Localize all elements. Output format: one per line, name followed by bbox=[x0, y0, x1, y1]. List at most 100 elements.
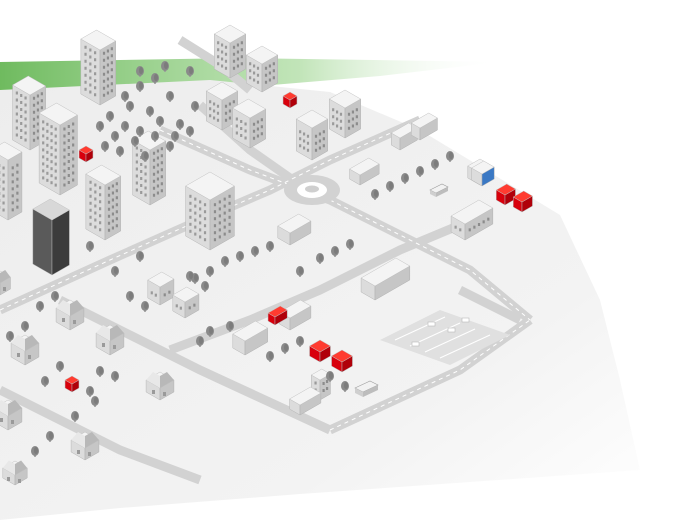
window bbox=[94, 86, 97, 90]
window bbox=[99, 214, 102, 218]
window bbox=[63, 148, 66, 152]
window bbox=[135, 167, 138, 171]
window bbox=[249, 76, 252, 80]
tree-icon bbox=[111, 266, 119, 277]
window bbox=[50, 174, 53, 178]
window bbox=[217, 41, 220, 45]
window bbox=[15, 126, 18, 130]
window bbox=[46, 157, 49, 161]
window bbox=[140, 184, 143, 187]
window bbox=[355, 108, 358, 112]
window bbox=[240, 48, 243, 52]
window bbox=[94, 51, 97, 55]
window bbox=[99, 186, 102, 190]
window bbox=[477, 223, 481, 226]
tree-icon bbox=[46, 431, 54, 442]
window bbox=[217, 55, 220, 59]
window bbox=[152, 186, 156, 190]
tree-icon bbox=[161, 61, 169, 72]
window bbox=[199, 207, 202, 211]
window bbox=[144, 186, 147, 190]
window bbox=[228, 222, 231, 226]
tree-icon bbox=[71, 411, 79, 422]
tree-icon bbox=[146, 106, 154, 117]
window bbox=[160, 168, 163, 172]
window bbox=[111, 205, 115, 209]
window bbox=[232, 66, 236, 70]
window bbox=[216, 118, 220, 122]
window bbox=[89, 180, 92, 184]
truck-icon bbox=[354, 380, 379, 397]
window bbox=[106, 49, 110, 53]
window bbox=[318, 146, 322, 150]
window bbox=[2, 187, 5, 191]
window bbox=[339, 126, 343, 130]
window bbox=[111, 212, 115, 216]
window bbox=[72, 129, 75, 133]
window bbox=[160, 147, 163, 151]
window bbox=[24, 138, 27, 142]
red-container bbox=[64, 375, 80, 393]
window bbox=[199, 228, 202, 232]
window bbox=[156, 177, 160, 181]
window bbox=[179, 306, 182, 310]
window bbox=[144, 165, 147, 169]
window bbox=[260, 118, 263, 122]
window bbox=[224, 45, 228, 49]
tree-icon bbox=[266, 241, 274, 252]
window bbox=[299, 130, 302, 134]
window bbox=[252, 71, 256, 75]
window bbox=[144, 179, 147, 183]
window bbox=[156, 149, 160, 153]
window bbox=[110, 75, 113, 79]
tree-icon bbox=[96, 366, 104, 377]
window bbox=[256, 134, 260, 138]
tree-icon bbox=[141, 301, 149, 312]
window bbox=[140, 149, 143, 152]
tree-icon bbox=[191, 101, 199, 112]
window bbox=[213, 217, 217, 221]
window bbox=[160, 154, 163, 158]
window bbox=[154, 293, 157, 297]
window bbox=[24, 110, 27, 114]
window bbox=[32, 96, 36, 100]
window bbox=[152, 151, 156, 155]
window bbox=[46, 178, 49, 182]
window bbox=[67, 125, 70, 128]
window bbox=[20, 101, 23, 104]
window bbox=[213, 238, 217, 242]
window bbox=[50, 153, 53, 157]
tree-icon bbox=[56, 361, 64, 372]
window bbox=[46, 136, 49, 140]
window bbox=[260, 125, 263, 129]
window bbox=[72, 178, 75, 182]
window bbox=[84, 73, 87, 77]
window bbox=[99, 200, 102, 204]
house-icon bbox=[95, 324, 125, 356]
tree-icon bbox=[196, 336, 204, 347]
window bbox=[102, 51, 106, 55]
window bbox=[89, 215, 92, 219]
window bbox=[89, 187, 92, 191]
window bbox=[156, 170, 160, 174]
window bbox=[46, 164, 49, 168]
window bbox=[299, 137, 302, 141]
window bbox=[175, 304, 178, 308]
window bbox=[189, 194, 192, 198]
window bbox=[355, 122, 358, 126]
window bbox=[15, 105, 18, 109]
tree-icon bbox=[86, 241, 94, 252]
window bbox=[46, 143, 49, 147]
window bbox=[220, 50, 224, 54]
window bbox=[11, 187, 14, 191]
window bbox=[160, 175, 163, 179]
window bbox=[46, 171, 49, 175]
red-container bbox=[78, 145, 94, 163]
tower-building bbox=[0, 141, 23, 221]
window bbox=[67, 181, 70, 184]
window bbox=[144, 172, 147, 176]
tree-icon bbox=[296, 266, 304, 277]
window bbox=[256, 127, 260, 131]
window bbox=[189, 201, 192, 205]
window bbox=[272, 69, 275, 73]
